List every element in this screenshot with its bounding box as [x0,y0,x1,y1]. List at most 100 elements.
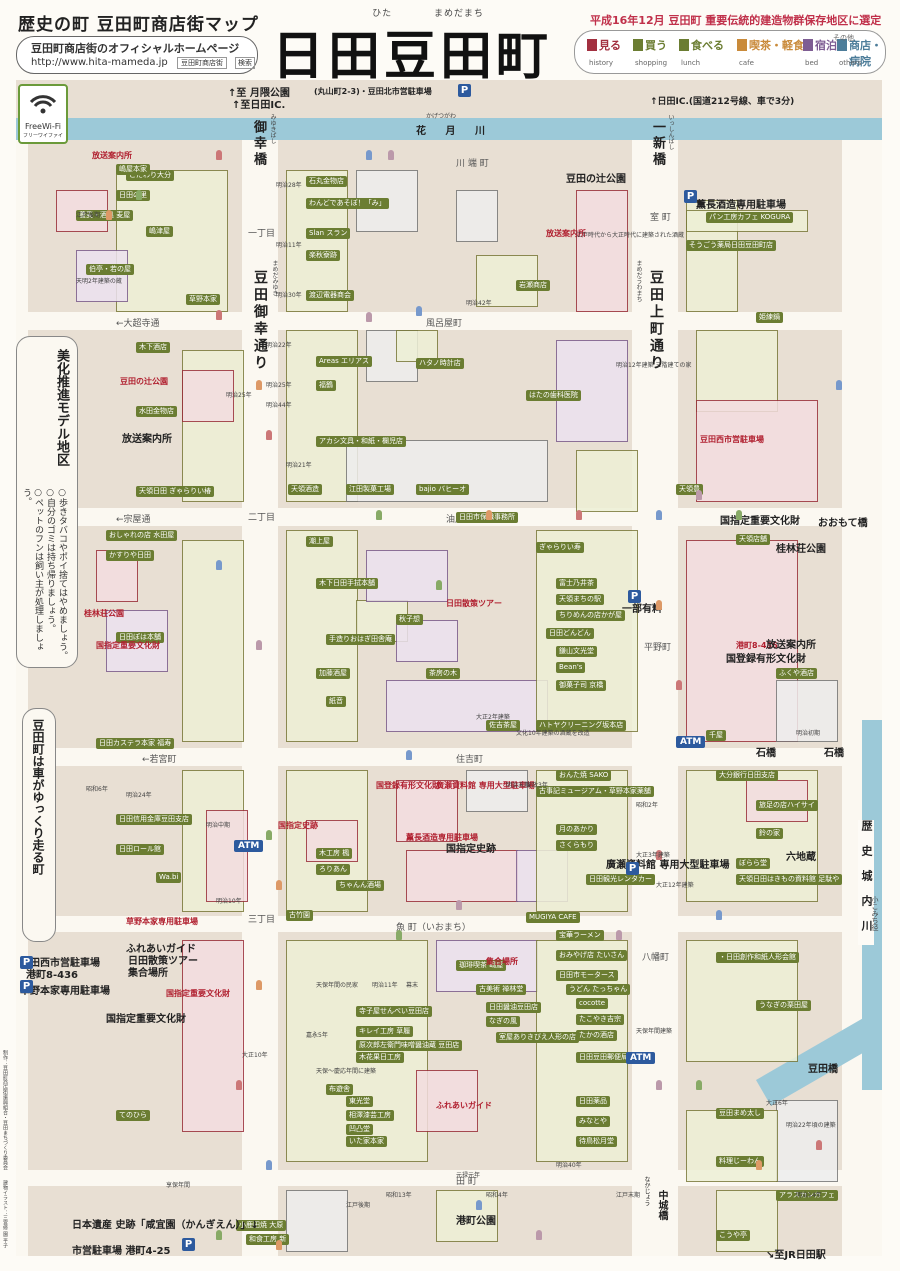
parking-icon[interactable]: P [20,956,33,969]
landmark-label[interactable]: 桂林荘公園 [84,609,124,618]
shop-label[interactable]: cocotte [576,998,609,1009]
shop-label[interactable]: 日田観光レンタカー [586,874,655,885]
info-label[interactable]: 集合場所 [128,968,168,979]
shop-label[interactable]: ハトヤクリーニング坂本店 [536,720,627,731]
info-label[interactable]: 港町公園 [456,1216,496,1227]
shop-label[interactable]: おんた焼 SAKO [556,770,612,781]
shop-label[interactable]: うなぎの栗田屋 [756,1000,811,1011]
shop-label[interactable]: 日田醤油豆田店 [486,1002,541,1013]
shop-label[interactable]: ちゃんん酒場 [336,880,384,891]
info-label[interactable]: 薫長酒造専用駐車場 [696,200,786,211]
parking-icon[interactable]: P [684,190,697,203]
info-label[interactable]: 放送案内所 [766,640,816,651]
parking-icon[interactable]: P [20,980,33,993]
shop-label[interactable]: bajio バヒーオ [416,484,470,495]
shop-label[interactable]: 伯亭・若の屋 [86,264,134,275]
shop-label[interactable]: 草野本家 [186,294,220,305]
landmark-label[interactable]: 国指定重要文化財 [96,641,160,650]
shop-label[interactable]: 木花果日工房 [356,1052,404,1063]
info-label[interactable]: 国指定史跡 [446,844,496,855]
atm-icon[interactable]: ATM [234,840,264,852]
shop-label[interactable]: 茶房の木 [426,668,460,679]
info-label[interactable]: 豆田の辻公園 [566,174,626,185]
shop-label[interactable]: ハタノ時計店 [416,358,464,369]
shop-label[interactable]: みなとや [576,1116,610,1127]
shop-label[interactable]: ・日田創作和紙人形会館 [716,952,799,963]
shop-label[interactable]: 待鳥松月堂 [576,1136,617,1147]
shop-label[interactable]: 潮上屋 [306,536,333,547]
info-label[interactable]: 国登録有形文化財 [726,654,806,665]
shop-label[interactable]: おみやげ店 たいさん [556,950,628,961]
landmark-label[interactable]: 国登録有形文化財 [376,781,440,790]
info-label[interactable]: ふれあいガイド [126,944,196,955]
shop-label[interactable]: 小鹿田焼 大原 [236,1220,287,1231]
shop-label[interactable]: 古美術 禅林堂 [476,984,527,995]
shop-label[interactable]: 日田信用金庫豆田支店 [116,814,192,825]
shop-label[interactable]: 寺子屋せんべい豆田店 [356,1006,432,1017]
landmark-label[interactable]: 豆田西市営駐車場 [700,435,764,444]
shop-label[interactable]: 天領まちの駅 [556,594,604,605]
shop-label[interactable]: 木工房 楓 [316,848,353,859]
shop-label[interactable]: 秋子想 [396,614,423,625]
shop-label[interactable]: こうや亭 [716,1230,750,1241]
shop-label[interactable]: アカシ文具・和紙・欄児店 [316,436,406,447]
info-label[interactable]: 豆田西市営駐車場 [20,958,100,969]
shop-label[interactable]: 養麦・酒処 麦屋 [76,210,134,221]
landmark-label[interactable]: 放送案内所 [546,229,586,238]
official-url[interactable]: http://www.hita-mameda.jp [31,57,168,68]
shop-label[interactable]: たこやき吉宗 [576,1014,624,1025]
shop-label[interactable]: 加藤酒屋 [316,668,350,679]
shop-label[interactable]: おしゃれの店 水田屋 [106,530,178,541]
landmark-label[interactable]: 豆田の辻公園 [120,377,168,386]
atm-icon[interactable]: ATM [676,736,706,748]
shop-label[interactable]: かすりや日田 [106,550,154,561]
shop-label[interactable]: そうごう薬局日田豆田町店 [686,240,776,251]
shop-label[interactable]: 旅足の店ハイサイ [756,800,818,811]
shop-label[interactable]: てのひら [116,1110,150,1121]
landmark-label[interactable]: 国指定史跡 [278,821,318,830]
info-label[interactable]: 一部有料 [622,604,662,615]
shop-label[interactable]: 嶋津屋 [146,226,173,237]
shop-label[interactable]: 日田薬品 [576,1096,610,1107]
shop-label[interactable]: 岩瀬商店 [516,280,550,291]
atm-icon[interactable]: ATM [626,1052,656,1064]
shop-label[interactable]: ぎゃらりい寿 [536,542,584,553]
shop-label[interactable]: 日田ロール館 [116,844,164,855]
info-label[interactable]: 石橋 [756,748,776,759]
shop-label[interactable]: 古事記ミュージアム・草野本家薬舗 [536,786,654,797]
landmark-label[interactable]: 廣瀬資料館 専用大型駐車場 [436,781,535,790]
shop-label[interactable]: なぎの風 [486,1016,520,1027]
shop-label[interactable]: 日田カステラ本家 福寿 [96,738,175,749]
shop-label[interactable]: 石丸金物店 [306,176,347,187]
shop-label[interactable]: 日田どんどん [546,628,594,639]
shop-label[interactable]: 料理じーわん [716,1156,764,1167]
shop-label[interactable]: 相澤漆芸工房 [346,1110,394,1121]
shop-label[interactable]: 宝華ラーメン [556,930,604,941]
info-label[interactable]: 六地蔵 [786,852,816,863]
shop-label[interactable]: 大分銀行日田支店 [716,770,778,781]
shop-label[interactable]: ぼらら堂 [736,858,770,869]
shop-label[interactable]: 御菓子司 京橋 [556,680,607,691]
shop-label[interactable]: 木下酒店 [136,342,170,353]
info-label[interactable]: 日田散策ツアー [128,956,198,967]
shop-label[interactable]: 日田豆田郵便局 [576,1052,631,1063]
info-label[interactable]: 港町8-436 [26,970,78,981]
shop-label[interactable]: 水田金物店 [136,406,177,417]
shop-label[interactable]: 天領豊 [676,484,703,495]
shop-label[interactable]: 東光堂 [346,1096,373,1107]
landmark-label[interactable]: 草野本家専用駐車場 [126,917,198,926]
shop-label[interactable]: 天領店舗 [736,534,770,545]
shop-label[interactable]: 凹凸堂 [346,1124,373,1135]
shop-label[interactable]: MUGIYA CAFE [526,912,580,923]
parking-icon[interactable]: P [626,862,639,875]
shop-label[interactable]: 珈琲喫茶 嶋屋 [456,960,507,971]
shop-label[interactable]: 和食工房 新 [246,1234,290,1245]
shop-label[interactable]: Wa.bi [156,872,182,883]
info-label[interactable]: 廣瀬資料館 専用大型駐車場 [606,860,730,871]
landmark-label[interactable]: 薫長酒造専用駐車場 [406,833,478,842]
shop-label[interactable]: 日田ぽは本舗 [116,632,164,643]
shop-label[interactable]: 渡辺電器商会 [306,290,354,301]
shop-label[interactable]: いた家本家 [346,1136,387,1147]
info-label[interactable]: 国指定重要文化財 [106,1014,186,1025]
shop-label[interactable]: 鎌山文光堂 [556,646,597,657]
